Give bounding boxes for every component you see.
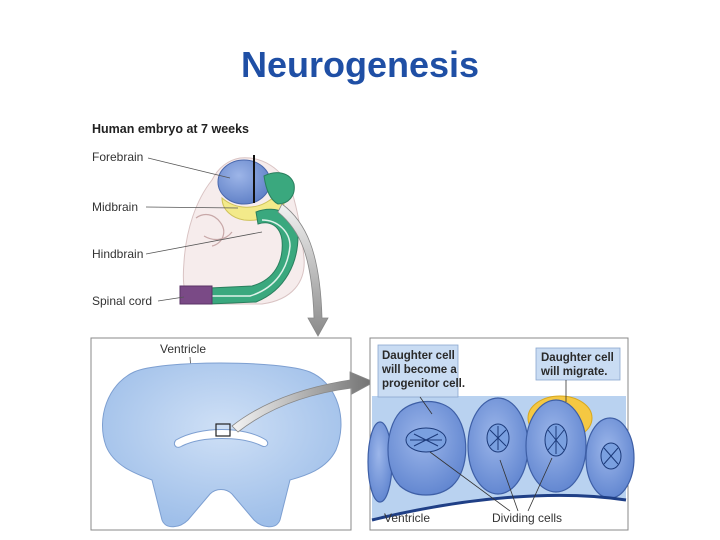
ventricle-slit: [173, 429, 269, 448]
progenitor-callout-line3: progenitor cell.: [382, 378, 465, 390]
section-ventricle-label: Ventricle: [160, 342, 206, 356]
forebrain-leader: [147, 157, 231, 179]
embryo-heading: Human embryo at 7 weeks: [92, 122, 249, 136]
embryo-figure: Human embryo at 7 weeks Forebrain Midbra…: [92, 122, 305, 308]
neural-tube-lumen: [212, 219, 291, 297]
spinal-cord-leader: [157, 296, 185, 302]
cell-ventricle-label: Ventricle: [384, 511, 430, 525]
dividing-leaders: [429, 451, 553, 512]
dividing-cells-label: Dividing cells: [492, 511, 562, 525]
section-arrow: [277, 203, 329, 337]
migrate-callout-box: [535, 347, 621, 381]
spinal-cord-end: [179, 285, 213, 305]
hindbrain-region: [263, 172, 295, 205]
zoom-box: [215, 423, 231, 437]
cell-panel: Daughter cell will become a progenitor c…: [367, 337, 635, 531]
migrate-callout-line1: Daughter cell: [541, 352, 614, 364]
migrate-callout-line2: will migrate.: [540, 366, 607, 378]
spinal-cord-label: Spinal cord: [92, 294, 152, 308]
hindbrain-label: Hindbrain: [92, 247, 143, 261]
midbrain-label: Midbrain: [92, 200, 138, 214]
progenitor-callout-box: [377, 344, 459, 398]
forebrain-label: Forebrain: [92, 150, 143, 164]
zoom-arrow: [231, 371, 375, 433]
progenitor-leader: [419, 396, 433, 415]
spindle-markings: [405, 423, 622, 470]
slide-title: Neurogenesis: [240, 44, 480, 85]
embryo-limb: [195, 213, 233, 247]
progenitor-callout-line2: will become a: [381, 364, 457, 376]
hindbrain-leader: [145, 231, 263, 255]
section-panel: Ventricle: [90, 337, 352, 531]
ventricular-surface: [371, 493, 627, 522]
midbrain-leader: [145, 206, 239, 209]
forebrain-region: [217, 159, 271, 205]
progenitor-callout-line1: Daughter cell: [382, 350, 455, 362]
